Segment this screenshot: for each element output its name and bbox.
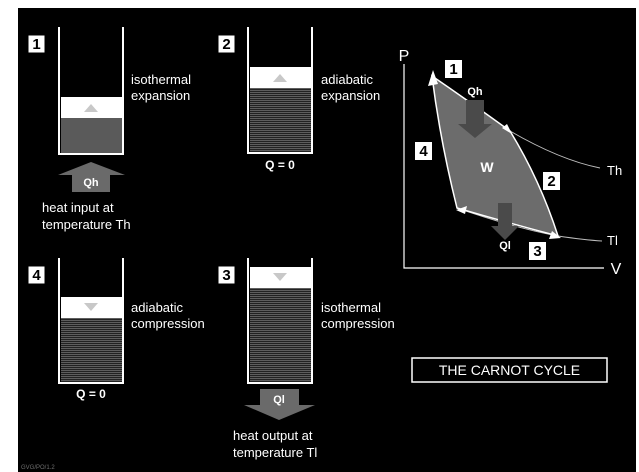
gas-region [61, 118, 122, 153]
step-number-badge [217, 265, 236, 285]
process-label-line2: compression [321, 316, 395, 331]
volume-axis-label: V [611, 261, 622, 278]
cylinder-walls [247, 258, 313, 384]
title-box: THE CARNOT CYCLE [411, 357, 608, 383]
step-3-cylinder-panel: 3 isothermal compression [217, 258, 395, 384]
heat-out-label: Ql [499, 240, 511, 252]
direction-arrow-icon [428, 70, 438, 86]
heat-in-arrow-icon [458, 100, 492, 138]
footer-code: GVG/PO/1.2 [21, 465, 55, 471]
step-number: 2 [222, 36, 230, 53]
work-label: W [480, 159, 494, 175]
step-number: 4 [32, 267, 41, 284]
piston-down-arrow-icon [273, 273, 287, 281]
heat-transfer-label: Q = 0 [265, 158, 295, 172]
heat-input-arrow-label: Qh [83, 177, 99, 189]
step-4-cylinder-panel: 4 adiabatic compression Q = 0 [27, 258, 205, 401]
pv-step-badge [529, 242, 546, 260]
pv-step-number: 4 [419, 143, 428, 160]
heat-input-caption-line2: temperature Th [42, 217, 131, 232]
process-label-line1: isothermal [131, 72, 191, 87]
hot-isotherm-label: Th [607, 163, 622, 178]
process-label-line1: isothermal [321, 300, 381, 315]
pv-axes [403, 64, 604, 269]
step-number: 3 [222, 267, 230, 284]
title-frame [411, 357, 608, 383]
pv-diagram: P V Qh Ql W Th Tl 1 2 3 4 [399, 48, 623, 278]
pv-step-number: 2 [547, 173, 555, 190]
process-label-line2: expansion [321, 88, 380, 103]
pressure-axis-label: P [399, 48, 410, 65]
process-label-line2: expansion [131, 88, 190, 103]
process-label-line1: adiabatic [131, 300, 184, 315]
process-label-line2: compression [131, 316, 205, 331]
piston-up-arrow-icon [84, 104, 98, 112]
step-number-badge [27, 265, 46, 285]
pv-step-badge [415, 142, 432, 160]
cold-isotherm-label: Tl [607, 233, 618, 248]
heat-input-caption-line1: heat input at [42, 200, 114, 215]
cylinder-walls [58, 27, 124, 155]
heat-input: Qh heat input at temperature Th [42, 162, 131, 232]
cylinder-walls [58, 258, 124, 384]
gas-region [250, 288, 311, 382]
cylinder-walls [247, 27, 313, 154]
pv-step-badge [445, 60, 462, 78]
direction-arrow-icon [456, 206, 467, 214]
step-number-badge [217, 34, 236, 54]
diagram-title: THE CARNOT CYCLE [439, 362, 580, 378]
step-2-cylinder-panel: 2 adiabatic expansion Q = 0 [217, 27, 380, 172]
heat-output-caption-line1: heat output at [233, 428, 313, 443]
pv-step-number: 1 [449, 61, 457, 78]
diagram-panel [18, 8, 636, 472]
step-number: 1 [32, 36, 40, 53]
step-number-badge [27, 34, 46, 54]
gas-region [250, 88, 311, 152]
gas-region [61, 318, 122, 382]
pv-step-badge [543, 172, 560, 190]
heat-in-label: Qh [467, 86, 483, 98]
piston-down-arrow-icon [84, 303, 98, 311]
step-1-cylinder-panel: 1 isothermal expansion [27, 27, 191, 155]
heat-output: Ql heat output at temperature Tl [233, 389, 317, 460]
heat-output-caption-line2: temperature Tl [233, 445, 317, 460]
heat-out-arrow-icon [491, 203, 519, 240]
direction-arrow-icon [502, 124, 512, 134]
heat-input-arrow-icon [58, 162, 125, 192]
heat-transfer-label: Q = 0 [76, 387, 106, 401]
direction-arrow-icon [549, 231, 561, 239]
heat-output-arrow-label: Ql [273, 394, 285, 406]
pv-step-number: 3 [533, 243, 541, 260]
process-label-line1: adiabatic [321, 72, 374, 87]
piston-up-arrow-icon [273, 74, 287, 82]
heat-output-arrow-icon [244, 389, 315, 420]
